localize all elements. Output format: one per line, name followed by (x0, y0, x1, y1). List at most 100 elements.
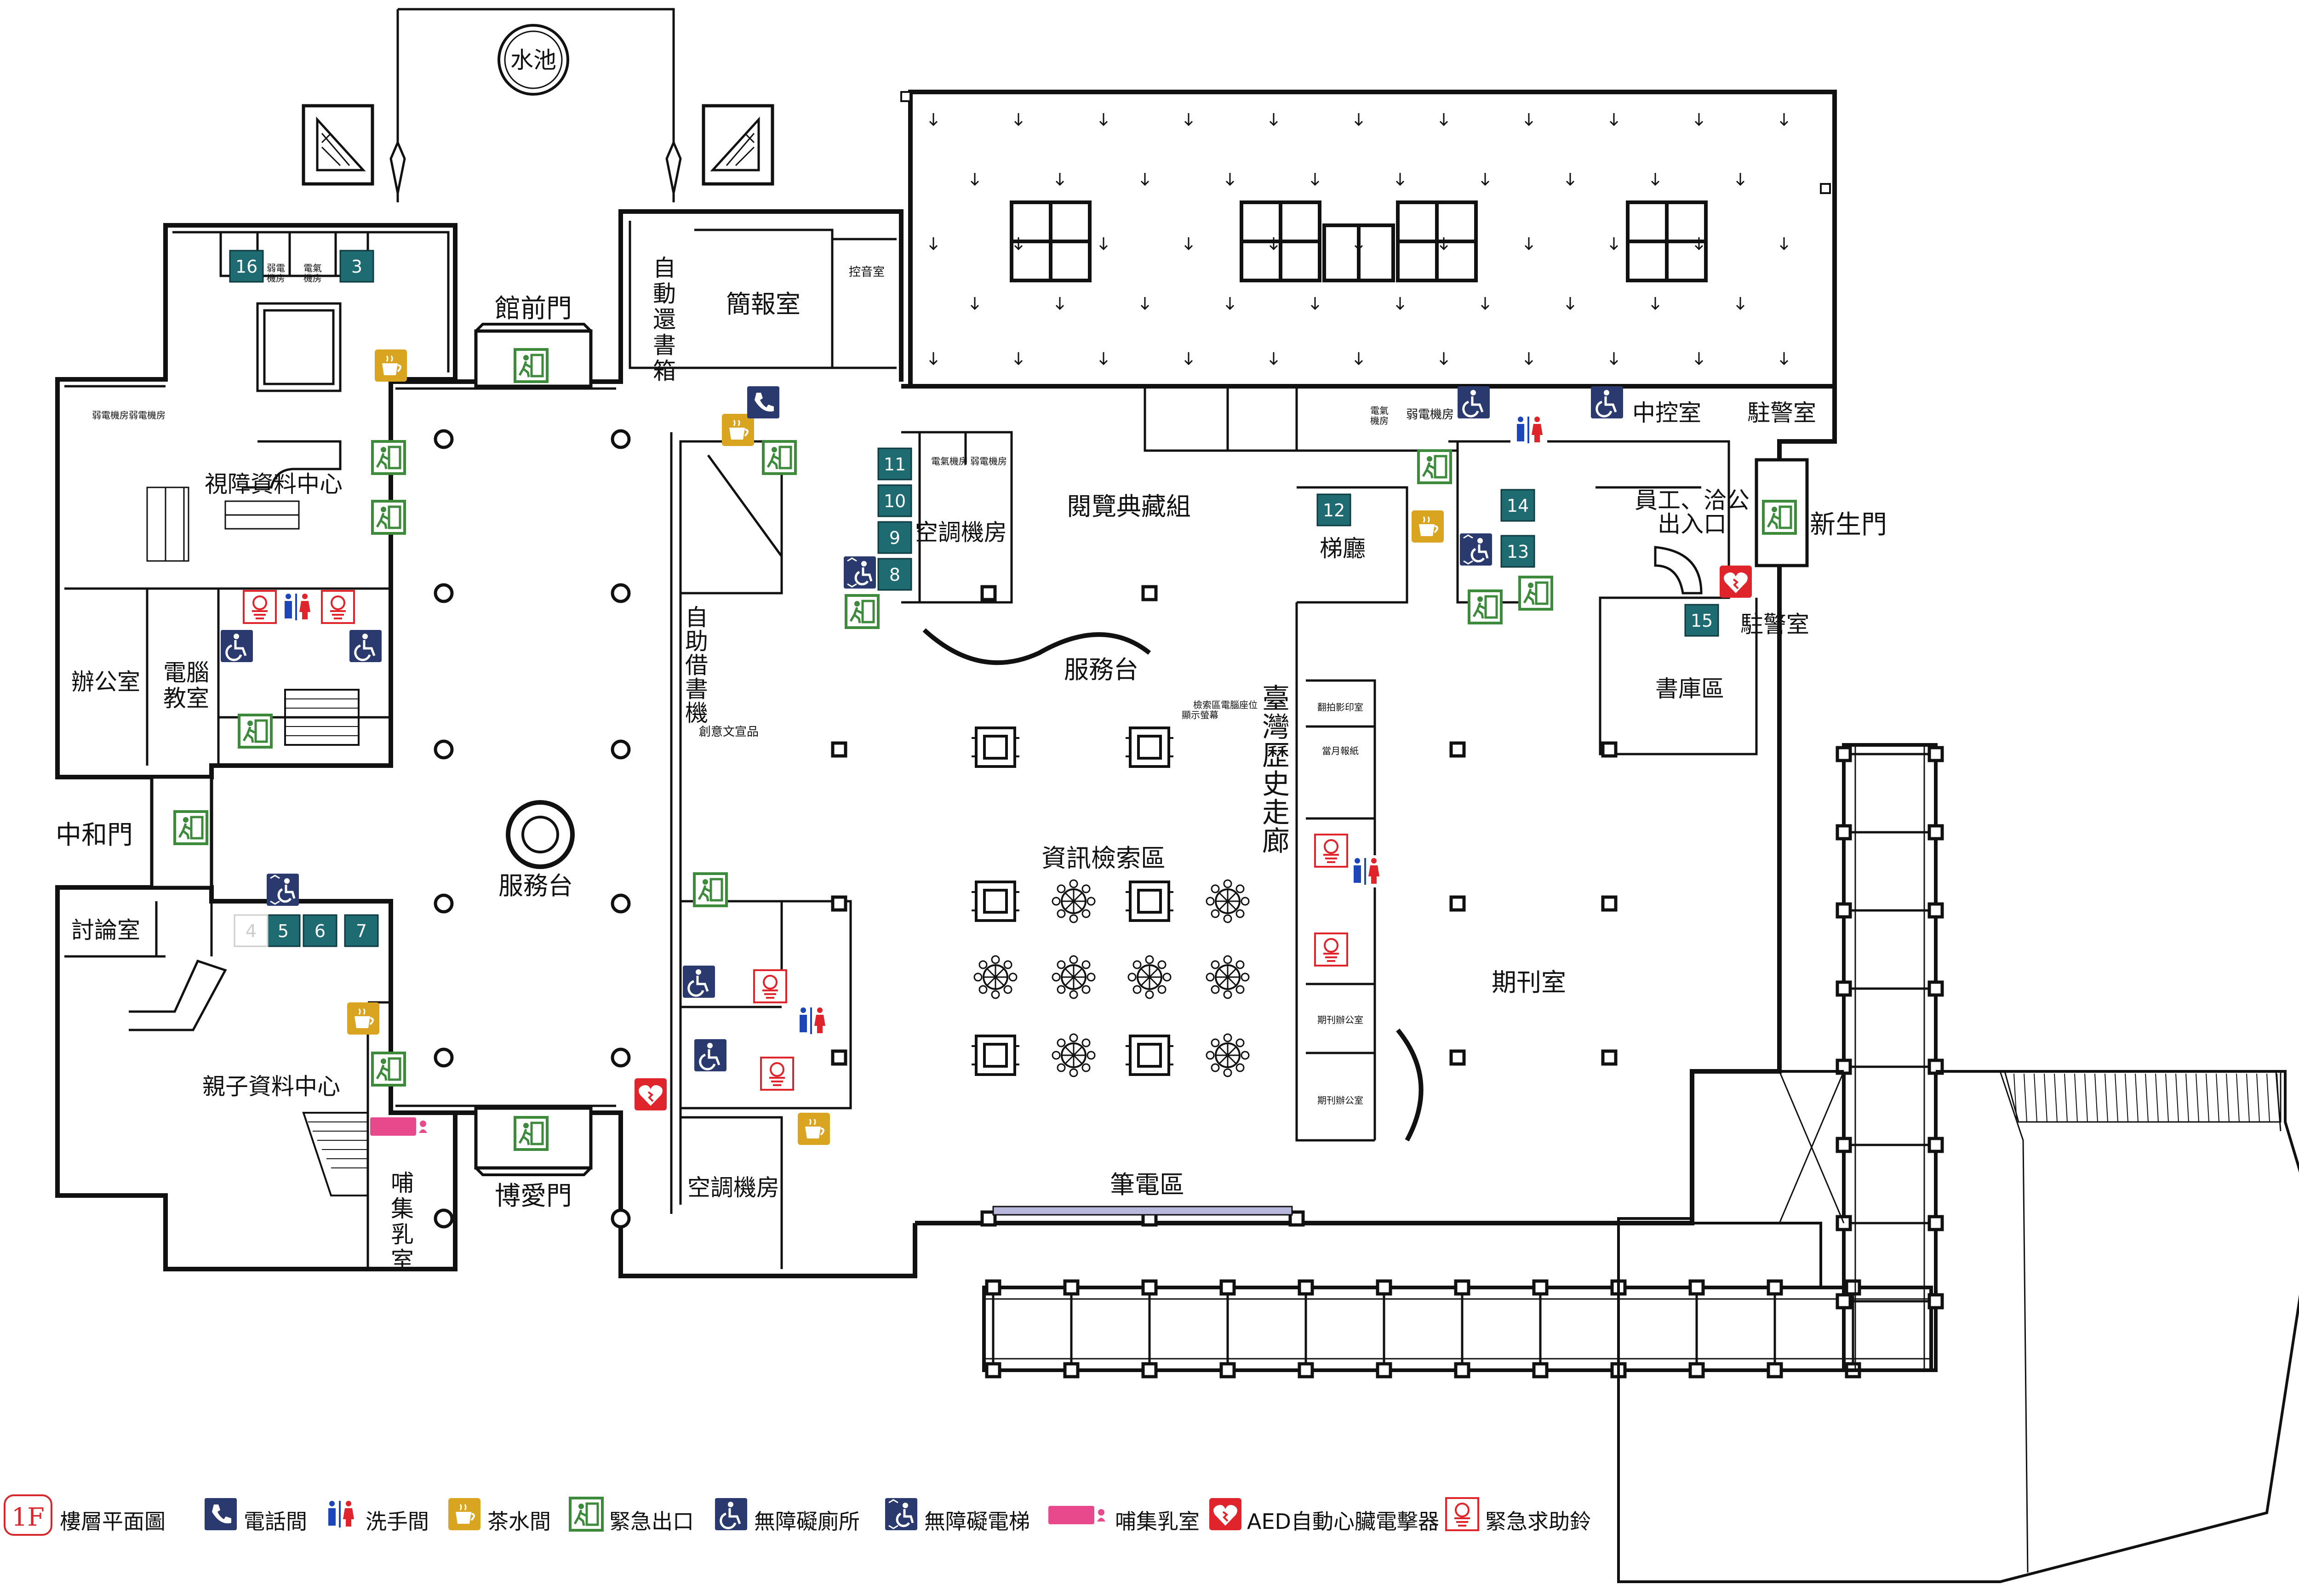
tea-room-icon (374, 349, 408, 383)
exit-icon (1469, 591, 1501, 623)
legend-floor-plan: 樓層平面圖 (60, 1509, 166, 1534)
round-pillars (434, 429, 631, 1229)
hvac-room-1-label: 空調機房 (915, 519, 1007, 546)
round-pillar (434, 1047, 454, 1068)
info-search-label: 資訊檢索區 (1041, 844, 1166, 873)
round-table (1052, 955, 1096, 999)
periodical-office-2-label: 期刊辦公室 (1317, 1095, 1363, 1106)
alarm-icon (243, 590, 277, 624)
self-borrow-label: 自助借書機 (685, 604, 708, 726)
reading-collection-label: 閱覽典藏組 (1067, 492, 1191, 521)
elevator-badge-5: 5 (266, 914, 301, 947)
round-pillar (611, 1047, 631, 1068)
elevator-badge-7: 7 (344, 914, 379, 947)
elevator-number: 4 (246, 921, 257, 941)
search-display-label: 檢索區電腦座位顯示螢幕 (1182, 699, 1258, 721)
room-labels: 館前門 自動還書箱 簡報室 控音室 弱電機房 電氣機房 弱電機房 弱電機房 視障… (56, 255, 1887, 1274)
staff-entrance-label: 員工、洽公出入口 (1635, 487, 1750, 538)
exit-icon (1418, 451, 1451, 483)
pool-label: 水池 (510, 47, 556, 74)
nursing-room-icon (370, 1117, 430, 1136)
restroom-icon (793, 1005, 830, 1037)
elevator-number: 5 (278, 921, 289, 941)
square-pillar (1449, 1049, 1466, 1066)
round-pillar (611, 893, 631, 914)
exit-icon (1520, 577, 1552, 609)
legend-accessible-toilet: 無障礙廁所 (754, 1509, 860, 1534)
square-pillar (1601, 741, 1618, 758)
elevator-number: 16 (235, 257, 257, 277)
elevator-badge-8: 8 (877, 558, 912, 591)
floor-number: 1F (11, 1503, 45, 1532)
exit-icon (372, 1053, 405, 1085)
nursing-room-icon (1048, 1506, 1108, 1524)
planter-left (302, 104, 374, 186)
phone-icon (205, 1498, 237, 1530)
round-table (973, 955, 1018, 999)
aed-icon (1719, 565, 1753, 599)
square-pillar (1449, 741, 1466, 758)
stacks-label: 書庫區 (1655, 675, 1724, 702)
electric-room-2: 電氣機房 (931, 456, 968, 467)
square-pillar (831, 741, 847, 758)
elevator-number: 15 (1691, 611, 1713, 631)
alarm-icon (1314, 932, 1348, 967)
search-station (972, 728, 1019, 767)
legend-nursing: 哺集乳室 (1115, 1509, 1200, 1534)
elevator-badge-9: 9 (877, 521, 912, 554)
round-pillar (611, 583, 631, 603)
electric-room-3: 電氣機房 (1370, 405, 1389, 426)
book-return-label: 自動還書箱 (653, 255, 676, 384)
monthly-newspaper-label: 當月報紙 (1322, 745, 1359, 756)
legend-phone: 電話間 (244, 1509, 307, 1534)
search-station (972, 882, 1019, 921)
elevator-badge-14: 14 (1500, 489, 1535, 522)
elevator-badge-16: 16 (229, 250, 264, 283)
round-pillar (434, 429, 454, 449)
elevator-badge-4: 4 (234, 914, 269, 947)
accessible-toilet-icon (349, 630, 382, 662)
square-pillar (1449, 895, 1466, 912)
alarm-icon (1314, 834, 1348, 868)
restroom-icon (278, 591, 315, 623)
service-desk-circle (506, 800, 575, 869)
elevator-badge-15: 15 (1684, 604, 1719, 637)
round-table (1052, 1033, 1096, 1077)
elevator-hall-label: 梯廳 (1320, 535, 1366, 562)
central-control-label: 中控室 (1632, 400, 1701, 426)
visually-impaired-center-label: 視障資料中心 (205, 471, 343, 498)
service-desk-wave (922, 628, 1151, 665)
low-voltage-room-4: 弱電機房 (92, 410, 129, 421)
round-pillar (434, 583, 454, 603)
elevator-number: 8 (889, 565, 900, 585)
elevator-badge-6: 6 (303, 914, 337, 947)
elevator-number: 11 (884, 454, 906, 475)
stairs-left (284, 689, 369, 1196)
tea-room-icon (447, 1497, 481, 1531)
charging-strip (992, 1206, 1293, 1216)
accessible-toilet-icon (683, 966, 715, 998)
police-room-2-label: 駐警室 (1740, 611, 1809, 638)
skylight-area (900, 90, 1837, 389)
taiwan-history-corridor-label: 臺灣歷史走廊 (1262, 683, 1290, 858)
accessible-toilet-icon (1591, 386, 1623, 418)
alarm-icon (1445, 1497, 1479, 1531)
nursing-room-label: 哺集乳室 (391, 1170, 414, 1274)
exit-icon (239, 715, 271, 747)
accessible-elevator-icon (885, 1498, 917, 1530)
accessible-toilet-icon (1458, 386, 1490, 418)
restroom-icon (322, 1498, 359, 1530)
exit-icon (372, 501, 405, 533)
exit-icon (372, 441, 405, 474)
restroom-icon (1347, 855, 1384, 887)
elevator-badge-12: 12 (1316, 493, 1351, 526)
exit-icon (1763, 501, 1796, 533)
vi-tables (146, 486, 300, 562)
periodicals-label: 期刊室 (1492, 968, 1566, 997)
exit-icon (846, 595, 878, 628)
tea-room-icon (797, 1112, 831, 1146)
square-pillar (1141, 585, 1158, 601)
legend-exit: 緊急出口 (609, 1509, 694, 1534)
search-station (1126, 1036, 1173, 1075)
